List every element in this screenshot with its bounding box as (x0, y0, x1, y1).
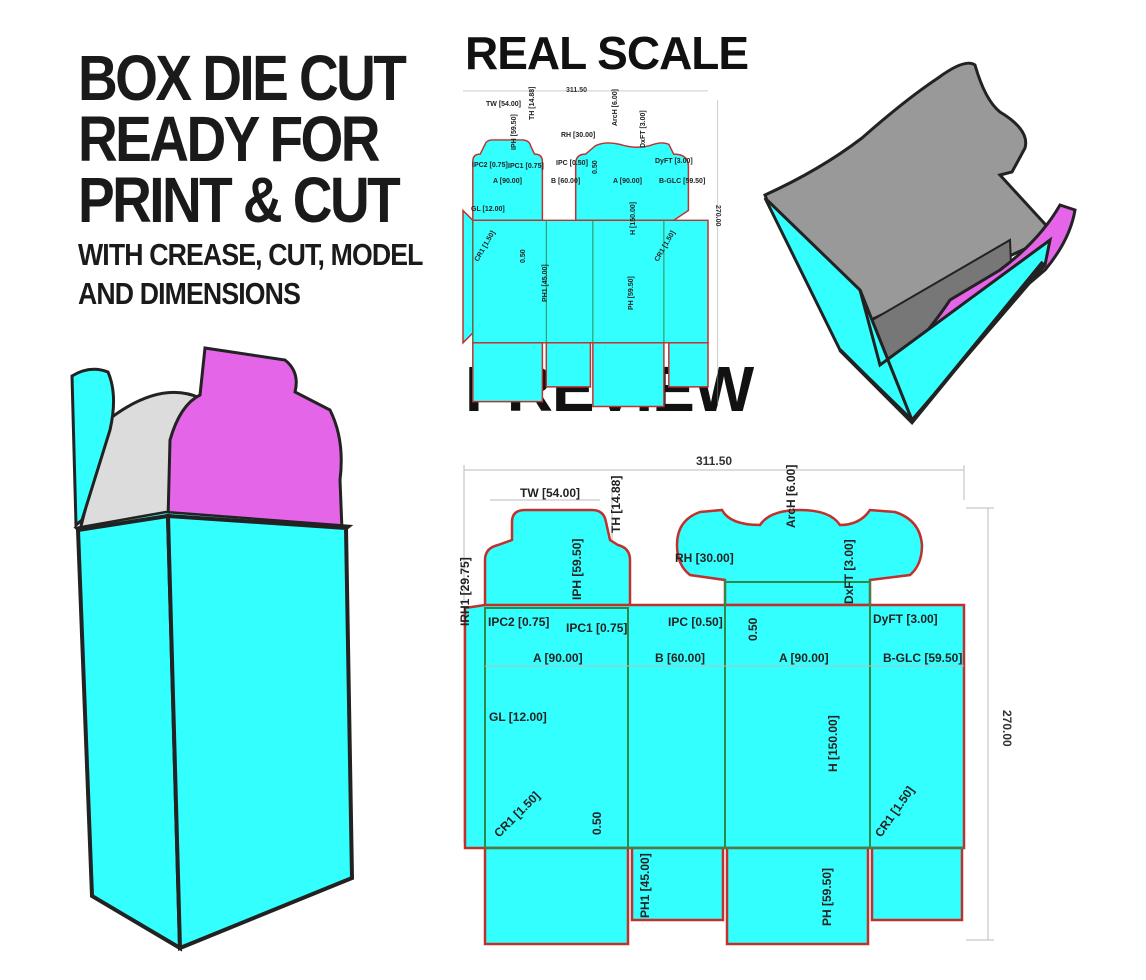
box-left-face (75, 513, 183, 952)
preview-iph: IPH [59.50] (570, 539, 584, 600)
preview-arch: ArcH [6.00] (784, 465, 798, 528)
headline: BOX DIE CUT READY FOR PRINT & CUT WITH C… (78, 42, 458, 313)
box-pink-insert (166, 346, 344, 532)
real-height-total: 270.00 (714, 205, 721, 227)
preview-rh: RH [30.00] (675, 551, 734, 565)
preview-th: TH [14.88] (609, 476, 623, 533)
real-gap-bottom: 0.50 (520, 249, 527, 263)
headline-subline-2: AND DIMENSIONS (78, 276, 301, 311)
real-ph1: PH1 [45.00] (542, 264, 549, 302)
open-box-front-side (858, 236, 1053, 423)
real-tw: TW [54.00] (486, 101, 521, 108)
preview-ipc2: IPC2 [0.75] (488, 615, 549, 629)
real-scale-dieline (462, 90, 719, 408)
bottom-flap-a (725, 846, 870, 946)
real-arch: ArcH [6.00] (612, 89, 619, 126)
open-box-3d (763, 61, 1077, 425)
preview-ph: PH [59.50] (820, 868, 834, 926)
preview-bglc: B-GLC [59.50] (883, 651, 962, 665)
preview-ph1: PH1 [45.00] (638, 853, 652, 918)
preview-ipc1: IPC1 [0.75] (566, 621, 627, 635)
preview-dxft: DxFT [3.00] (842, 539, 856, 604)
real-dyft: DyFT [3.00] (655, 158, 693, 165)
preview-a1: A [90.00] (533, 651, 583, 665)
real-a1: A [90.00] (493, 178, 522, 185)
open-box-bottom-edge (838, 260, 1045, 425)
preview-tw: TW [54.00] (520, 486, 580, 500)
real-h: H [150.00] (630, 202, 637, 235)
headline-subline-1: WITH CREASE, CUT, MODEL (78, 237, 423, 272)
preview-gap-top: 0.50 (746, 617, 760, 641)
real-ph: PH [59.50] (628, 276, 635, 310)
real-iph: IPH [59.50] (511, 114, 518, 150)
headline-line-1: BOX DIE CUT (78, 42, 407, 114)
preview-dyft: DyFT [3.00] (873, 612, 938, 626)
dust-flap-right (870, 846, 964, 922)
real-rh: RH [30.00] (561, 132, 595, 139)
preview-irh1: IRH1 [29.75] (458, 557, 472, 626)
real-width-total: 311.50 (566, 87, 587, 94)
real-scale-title: REAL SCALE (465, 27, 749, 79)
headline-line-2: READY FOR (78, 103, 381, 175)
real-b: B [60.00] (551, 178, 580, 185)
preview-ipc: IPC [0.50] (668, 615, 723, 629)
real-ipc: IPC [0.50] (556, 160, 588, 167)
real-ipc2: IPC2 [0.75] (472, 162, 508, 169)
box-left-tuck-flap (70, 367, 115, 529)
preview-height-total: 270.00 (1000, 710, 1014, 747)
real-ipc1: IPC1 [0.75] (508, 163, 544, 170)
headline-line-3: PRINT & CUT (78, 164, 401, 236)
preview-gl: GL [12.00] (489, 710, 547, 724)
real-a2: A [90.00] (613, 178, 642, 185)
real-dxft: DxFT [3.00] (640, 110, 647, 148)
box-front-face (165, 513, 355, 951)
real-th: TH [14.88] (529, 87, 536, 120)
preview-b: B [60.00] (655, 651, 705, 665)
box-3d-model (70, 346, 355, 952)
tuck-flap-top (483, 508, 632, 610)
preview-width-total: 311.50 (696, 454, 732, 468)
real-gl: GL [12.00] (471, 206, 505, 213)
real-gap-top: 0.50 (592, 160, 599, 174)
preview-h: H [150.00] (826, 715, 840, 772)
real-bglc: B-GLC [59.50] (659, 178, 705, 185)
preview-a2: A [90.00] (779, 651, 829, 665)
preview-gap-bottom: 0.50 (590, 811, 604, 835)
dust-flap-left (483, 846, 630, 946)
preview-dieline (463, 465, 994, 946)
